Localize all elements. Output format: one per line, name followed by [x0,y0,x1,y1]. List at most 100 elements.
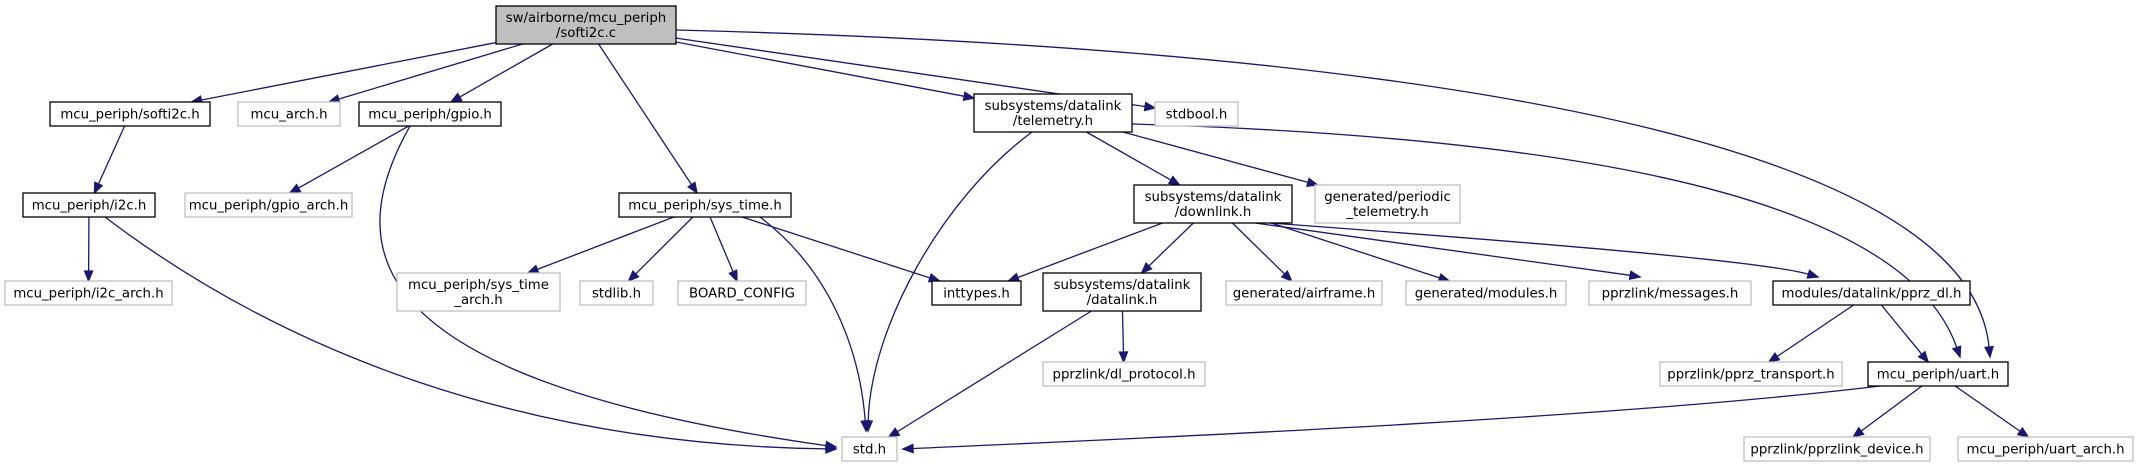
node-label: mcu_periph/softi2c.h [60,108,199,123]
node-box [1659,361,1843,387]
edge-arrowhead [1767,351,1781,363]
node-box [1154,101,1239,127]
node-box [677,280,807,306]
node-box [22,192,156,218]
node-label: mcu_periph/sys_time.h [628,199,782,214]
node-periodic-telemetry-h: generated/periodic_telemetry.h [1314,184,1461,224]
node-box [1772,280,1971,306]
edge-sys_time_h-to-sys_time_arch_h [526,216,674,274]
node-box [841,436,898,462]
node-label: generated/modules.h [1415,287,1558,302]
node-sys-time-h[interactable]: mcu_periph/sys_time.h [618,192,792,218]
nodes-layer: sw/airborne/mcu_periph/softi2c.c mcu_peri… [4,5,2134,462]
edge-uart_h-to-pprzlink_device_h [1851,385,1923,439]
edge-downlink_h-to-messages_h [1254,222,1642,281]
node-label: mcu_periph/i2c.h [32,199,147,214]
edge-sys_time_h-to-stdlib_h [627,216,694,283]
edge-arrowhead [687,181,699,195]
node-box [237,101,341,127]
edges-layer [83,29,2030,454]
node-label: modules/datalink/pprz_dl.h [1782,287,1962,302]
node-box [973,93,1133,133]
node-box [358,101,502,127]
edge-line [1775,304,1855,358]
node-label: mcu_periph/gpio.h [368,108,492,123]
node-softi2c-h[interactable]: mcu_periph/softi2c.h [49,101,211,127]
edge-arrowhead [901,443,914,454]
node-modules-h: generated/modules.h [1405,280,1567,306]
edge-line [675,41,966,98]
edge-line [297,125,410,190]
edge-line [1231,222,1286,276]
node-datalink-h[interactable]: subsystems/datalink/datalink.h [1042,272,1202,312]
node-uart-arch-h: mcu_periph/uart_arch.h [1957,436,2134,462]
edge-arrowhead [627,269,640,283]
node-box [1042,361,1206,387]
edge-downlink_h-to-modules_h [1271,222,1451,283]
node-sys-time-arch-h: mcu_periph/sys_time_arch.h [396,272,561,312]
edge-softi2c_c-to-softi2c_h [189,41,497,105]
node-box [495,5,677,45]
edge-arrowhead [1140,262,1153,275]
node-telemetry-h[interactable]: subsystems/datalink/telemetry.h [973,93,1133,133]
node-label: _arch.h [453,293,502,308]
edge-arrowhead [1917,350,1930,364]
edge-gpio_h-to-gpio_arch_h [288,125,410,194]
edge-line [709,216,735,273]
edge-arrowhead [824,440,838,451]
edge-datalink_h-to-std_h [887,310,1092,438]
node-label: sw/airborne/mcu_periph [506,11,666,26]
node-label: generated/airframe.h [1233,287,1376,302]
edge-line [1147,222,1194,268]
edge-arrowhead [863,420,874,433]
edge-uart_h-to-uart_arch_h [1954,385,2030,439]
node-label: stdlib.h [592,287,641,302]
node-label: pprzlink/pprz_transport.h [1667,368,1834,383]
edge-arrowhead [1143,101,1157,112]
edge-line [1086,131,1173,182]
edge-downlink_h-to-datalink_h [1140,222,1194,275]
node-label: pprzlink/pprzlink_device.h [1750,443,1923,458]
edge-arrowhead [449,92,463,103]
node-gpio-arch-h: mcu_periph/gpio_arch.h [184,192,353,218]
edge-line [1860,385,1923,433]
edge-softi2c_h-to-i2c_h [93,125,126,195]
node-box [931,280,1022,306]
edge-line [1954,385,2022,433]
edge-line [200,41,497,101]
node-label: /downlink.h [1175,205,1252,220]
edge-downlink_h-to-airframe_h [1231,222,1293,283]
edge-arrowhead [1951,345,1962,359]
node-label: subsystems/datalink [1145,190,1282,205]
edge-line [1271,222,1441,279]
node-i2c-h[interactable]: mcu_periph/i2c.h [22,192,156,218]
node-label: BOARD_CONFIG [689,287,795,302]
edge-sys_time_h-to-board_config [709,216,738,283]
node-label: _telemetry.h [1345,205,1428,220]
edge-pprz_dl_h-to-uart_h [1880,304,1930,364]
edge-line [741,216,932,279]
edge-line [1016,222,1163,279]
node-label: mcu_arch.h [250,108,327,123]
edge-arrowhead [83,270,94,283]
node-gpio-h[interactable]: mcu_periph/gpio.h [358,101,502,127]
node-uart-h[interactable]: mcu_periph/uart.h [1867,361,2009,387]
edge-arrowhead [1806,269,1820,279]
node-inttypes-h[interactable]: inttypes.h [931,280,1022,306]
node-label: mcu_periph/i2c_arch.h [13,287,163,302]
edge-telemetry_h-to-std_h [863,131,1033,433]
node-dl-protocol-h: pprzlink/dl_protocol.h [1042,361,1206,387]
node-airframe-h: generated/airframe.h [1225,280,1383,306]
edge-line [759,216,866,423]
node-label: mcu_periph/uart_arch.h [1966,443,2124,458]
node-pprz-dl-h[interactable]: modules/datalink/pprz_dl.h [1772,280,1971,306]
node-std-h: std.h [841,436,898,462]
node-box [1225,280,1383,306]
node-label: mcu_periph/uart.h [1877,368,1999,383]
edge-arrowhead [728,269,738,283]
node-downlink-h[interactable]: subsystems/datalink/downlink.h [1133,184,1293,224]
edge-arrowhead [526,264,540,274]
node-label: mcu_periph/sys_time [408,278,549,293]
node-softi2c-c[interactable]: sw/airborne/mcu_periph/softi2c.c [495,5,677,45]
